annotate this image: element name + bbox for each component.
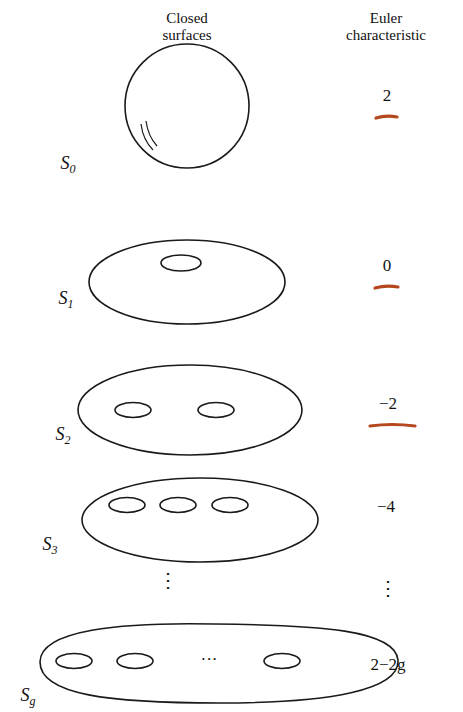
highlight — [146, 121, 157, 146]
euler-value: −4 — [377, 498, 395, 517]
subscript: 1 — [68, 297, 74, 311]
red-underline — [375, 286, 398, 288]
hole — [115, 403, 151, 418]
surface-name: S0 — [61, 154, 76, 176]
symbol: S — [59, 288, 68, 308]
hole — [161, 255, 201, 271]
surface-name: S3 — [43, 535, 58, 557]
red-underline — [376, 116, 397, 118]
red-underline — [370, 425, 415, 427]
symbol: S — [61, 153, 70, 173]
subscript: g — [30, 694, 36, 708]
genus-three-surface — [82, 478, 318, 562]
continuation-dots: ⋮ — [158, 569, 178, 591]
euler-value: 2−2g — [370, 656, 405, 675]
genus-two-surface — [78, 365, 302, 455]
continuation-dots: ⋮ — [378, 577, 398, 599]
euler-value: 0 — [383, 257, 392, 276]
hole — [160, 498, 196, 513]
sphere — [125, 44, 249, 168]
column-heading: Closed surfaces — [147, 10, 227, 43]
subscript: 2 — [65, 433, 71, 447]
subscript: 3 — [52, 543, 58, 557]
torus — [89, 240, 285, 324]
euler-value: 2 — [383, 87, 392, 106]
symbol: S — [43, 534, 52, 554]
symbol: S — [56, 424, 65, 444]
hole — [56, 654, 92, 669]
hole — [109, 498, 145, 513]
symbol: S — [21, 685, 30, 705]
surface-name: Sg — [21, 686, 36, 708]
euler-value: −2 — [379, 395, 397, 414]
hole — [212, 498, 248, 513]
genus-g-surface — [40, 624, 398, 703]
hole — [264, 654, 300, 669]
column-heading: Euler characteristic — [336, 10, 436, 43]
hole — [198, 403, 234, 418]
subscript: 0 — [70, 162, 76, 176]
surface-name: S2 — [56, 425, 71, 447]
surface-name: S1 — [59, 289, 74, 311]
hole — [117, 654, 153, 669]
ellipsis: ··· — [201, 651, 218, 670]
